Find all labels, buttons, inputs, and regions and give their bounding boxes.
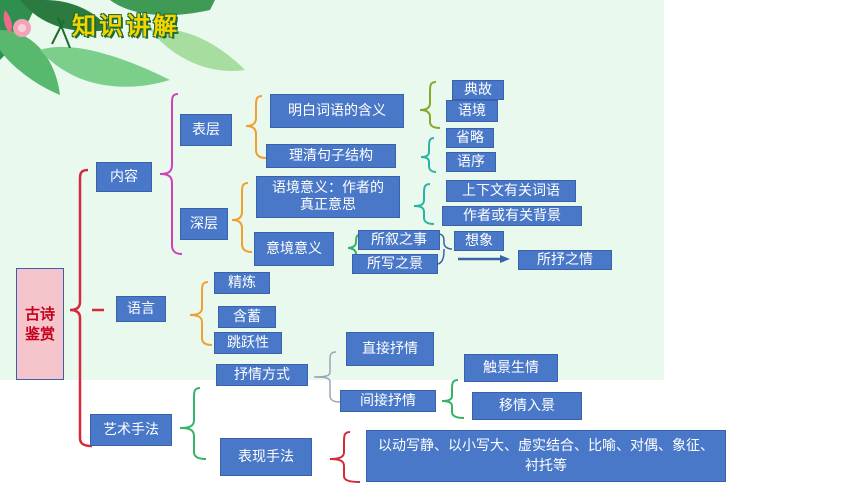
node-word-meaning: 明白词语的含义	[270, 94, 404, 128]
root-line-2: 鉴赏	[24, 325, 55, 343]
node-deep: 深层	[180, 208, 228, 240]
leaf-allusion: 典故	[452, 80, 504, 100]
leaf-jumpy: 跳跃性	[214, 332, 282, 354]
leaf-concise: 精炼	[214, 272, 270, 294]
node-artistic-technique: 艺术手法	[90, 414, 172, 446]
leaf-decoration-icon	[0, 0, 245, 95]
leaf-scene-evokes-emotion: 触景生情	[464, 354, 558, 382]
leaf-related-words: 上下文有关词语	[446, 180, 576, 202]
node-sentence-structure: 理清句子结构	[266, 144, 396, 168]
node-language: 语言	[116, 296, 166, 322]
leaf-emotion-into-scene: 移情入景	[472, 392, 582, 420]
node-artistic-conception: 意境意义	[254, 232, 334, 266]
node-contextual-line-2: 真正意思	[300, 197, 356, 213]
node-contextual-meaning: 语境意义：作者的 真正意思	[256, 176, 400, 218]
node-lyric-method: 抒情方式	[216, 364, 308, 386]
leaf-depicted-scenery: 所写之景	[352, 254, 438, 274]
leaf-direct-lyric: 直接抒情	[346, 332, 434, 366]
leaf-implicit: 含蓄	[218, 306, 276, 328]
leaf-context: 语境	[446, 100, 498, 122]
background-margin	[664, 0, 860, 484]
node-indirect-lyric: 间接抒情	[340, 390, 436, 412]
node-expression-technique: 表现手法	[220, 438, 312, 476]
leaf-author-background: 作者或有关背景	[442, 206, 582, 226]
leaf-omission: 省略	[446, 128, 494, 148]
page-title: 知识讲解	[72, 12, 180, 40]
leaf-expressed-emotion: 所抒之情	[518, 250, 612, 270]
leaf-word-order: 语序	[446, 152, 496, 172]
node-content: 内容	[96, 162, 152, 192]
node-surface: 表层	[180, 114, 232, 146]
root-node-poetry-appreciation: 古诗 鉴赏	[16, 268, 64, 380]
node-contextual-line-1: 语境意义：作者的	[272, 180, 384, 197]
leaf-imagination: 想象	[454, 231, 504, 251]
leaf-expression-detail: 以动写静、以小写大、虚实结合、比喻、对偶、象征、衬托等	[366, 430, 726, 482]
leaf-narrated-events: 所叙之事	[358, 230, 440, 250]
root-line-1: 古诗	[24, 304, 55, 323]
